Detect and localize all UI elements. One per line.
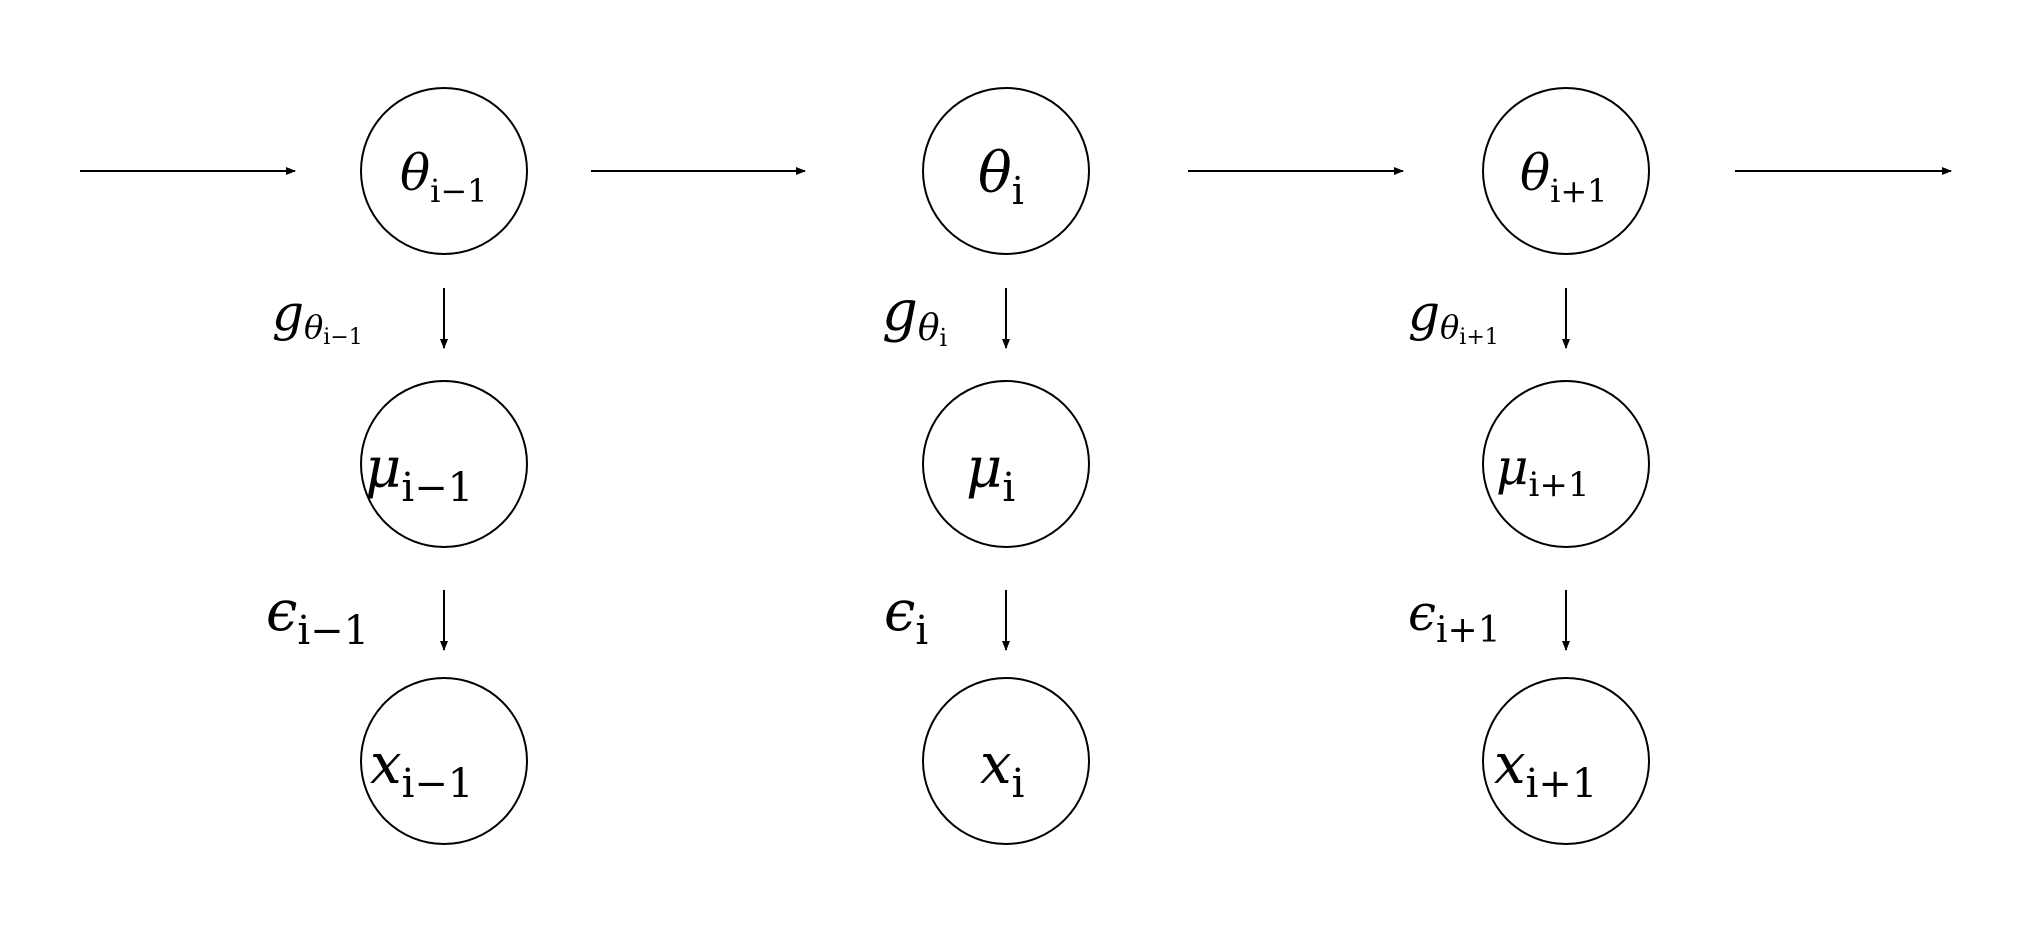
mu-label: μi+1 [1496, 438, 1590, 505]
x-node [1482, 677, 1650, 845]
column-i-plus-1: θi+1 gθi+1 μi+1 ϵi+1 xi+1 [1408, 87, 1650, 845]
theta-label: θi [978, 141, 1024, 213]
theta-node [360, 87, 528, 255]
g-label: gθi [882, 279, 948, 352]
mu-node [922, 380, 1090, 548]
x-label: xi+1 [1494, 732, 1597, 807]
theta-node [1482, 87, 1650, 255]
theta-label: θi−1 [400, 144, 488, 210]
theta-label: θi+1 [1520, 144, 1608, 210]
column-i: θi gθi μi ϵi xi [882, 87, 1090, 845]
x-node [922, 677, 1090, 845]
theta-node [922, 87, 1090, 255]
eps-label: ϵi+1 [1408, 584, 1501, 651]
x-node [360, 677, 528, 845]
mu-label: μi [966, 436, 1015, 511]
x-label: xi−1 [370, 732, 473, 807]
column-i-minus-1: θi−1 gθi−1 μi−1 ϵi−1 xi−1 [266, 87, 528, 845]
eps-label: ϵi [884, 579, 928, 654]
x-label: xi [980, 732, 1024, 807]
mu-node [360, 380, 528, 548]
g-label: gθi−1 [272, 284, 363, 350]
mu-node [1482, 380, 1650, 548]
eps-label: ϵi−1 [266, 579, 369, 654]
g-label: gθi+1 [1408, 284, 1499, 350]
mu-label: μi−1 [365, 436, 473, 511]
